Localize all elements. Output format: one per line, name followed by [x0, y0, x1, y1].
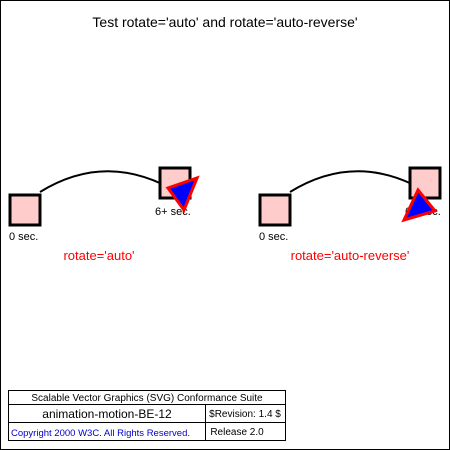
right-caption: rotate='auto-reverse': [291, 248, 410, 263]
right-demo: 0 sec. 6+ sec. rotate='auto-reverse': [258, 166, 442, 263]
right-motion-path: [289, 170, 413, 193]
test-title: Test rotate='auto' and rotate='auto-reve…: [92, 14, 357, 30]
footer-release: Release 2.0: [210, 427, 264, 438]
footer-test-name: animation-motion-BE-12: [42, 407, 172, 421]
right-end-box: [408, 166, 442, 200]
footer-frame: [8, 390, 286, 441]
left-start-label: 0 sec.: [9, 231, 38, 243]
left-motion-path: [39, 170, 163, 193]
footer-suite-name: Scalable Vector Graphics (SVG) Conforman…: [31, 393, 263, 404]
left-caption: rotate='auto': [63, 248, 134, 263]
footer-copyright: Copyright 2000 W3C. All Rights Reserved.: [11, 428, 190, 439]
conformance-footer: Scalable Vector Graphics (SVG) Conforman…: [8, 390, 286, 441]
left-arrow-marker: [165, 175, 200, 214]
right-start-label: 0 sec.: [259, 231, 288, 243]
left-demo: 0 sec. 6+ sec. rotate='auto': [8, 166, 200, 263]
right-arrow-marker: [401, 187, 438, 223]
footer-revision: $Revision: 1.4 $: [209, 409, 281, 420]
right-start-box: [258, 193, 292, 227]
left-start-box: [8, 193, 42, 227]
